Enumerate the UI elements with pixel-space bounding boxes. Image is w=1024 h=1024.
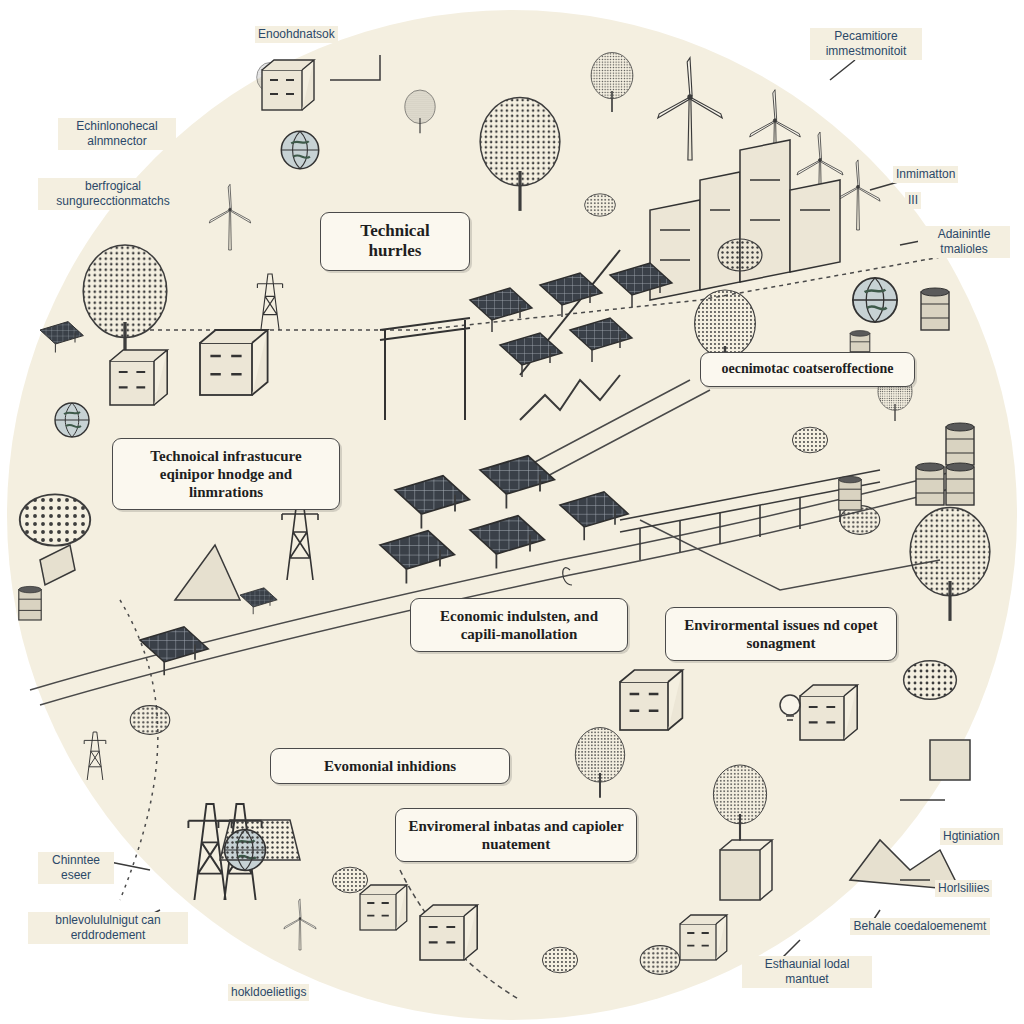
sketch-label: Esthaunial lodal mantuet	[742, 956, 872, 988]
sketch-label: Horlsiliies	[935, 880, 992, 897]
sketch-label: III	[905, 192, 921, 209]
barrels	[19, 288, 974, 620]
challenge-box: Economic indulsten, and capili-manollati…	[410, 598, 628, 652]
box-text: oecnimotac coatseroffectione	[713, 361, 902, 378]
box-text: Envirormental issues nd copet sonagment	[678, 616, 884, 652]
challenge-box: Technical hurrles	[320, 212, 470, 271]
sketch-label: Adainintle tmalioles	[918, 226, 1010, 258]
box-text: Evomonial inhidions	[283, 757, 497, 775]
box-text: Technoical infrastucure eqinipor hnodge …	[125, 447, 327, 501]
background-circle	[7, 10, 1017, 1020]
sketch-label: Behale coedaloemenemt	[850, 918, 990, 935]
bridge	[620, 470, 880, 560]
box-text: Economic indulsten, and capili-manollati…	[423, 607, 615, 643]
buildings	[110, 60, 857, 960]
sketch-label: berfrogical sungurecctionmatchs	[38, 178, 188, 210]
globes	[55, 131, 897, 870]
sketch-label: Inmimatton	[893, 166, 958, 183]
trees	[83, 53, 990, 841]
challenge-box: Evomonial inhidions	[270, 748, 510, 784]
challenge-box: Envirormental issues nd copet sonagment	[665, 607, 897, 661]
sketch-label: Enoohdnatsok	[255, 26, 338, 43]
sketch-label: bnlevolululnigut can erddrodement	[28, 912, 188, 944]
sketch-label: hokldoelietligs	[228, 984, 309, 1001]
sketch-label: Chinntee eseer	[38, 852, 114, 884]
sketch-label: Pecamitiore immestmonitoit	[810, 28, 922, 60]
challenge-box: Technoical infrastucure eqinipor hnodge …	[112, 438, 340, 510]
challenge-box: Enviromeral inbatas and capioler nuateme…	[395, 808, 637, 862]
box-text: Enviromeral inbatas and capioler nuateme…	[408, 817, 624, 853]
roads	[30, 250, 980, 1000]
bushes	[20, 194, 957, 975]
pylons	[84, 274, 318, 900]
sketch-label: Hgtiniation	[940, 828, 1003, 845]
challenge-box: oecnimotac coatseroffectione	[700, 352, 915, 387]
box-text: Technical hurrles	[333, 221, 457, 262]
industrial-building	[650, 140, 840, 300]
sketch-label: Echinlonohecal alnmnector	[58, 118, 176, 150]
